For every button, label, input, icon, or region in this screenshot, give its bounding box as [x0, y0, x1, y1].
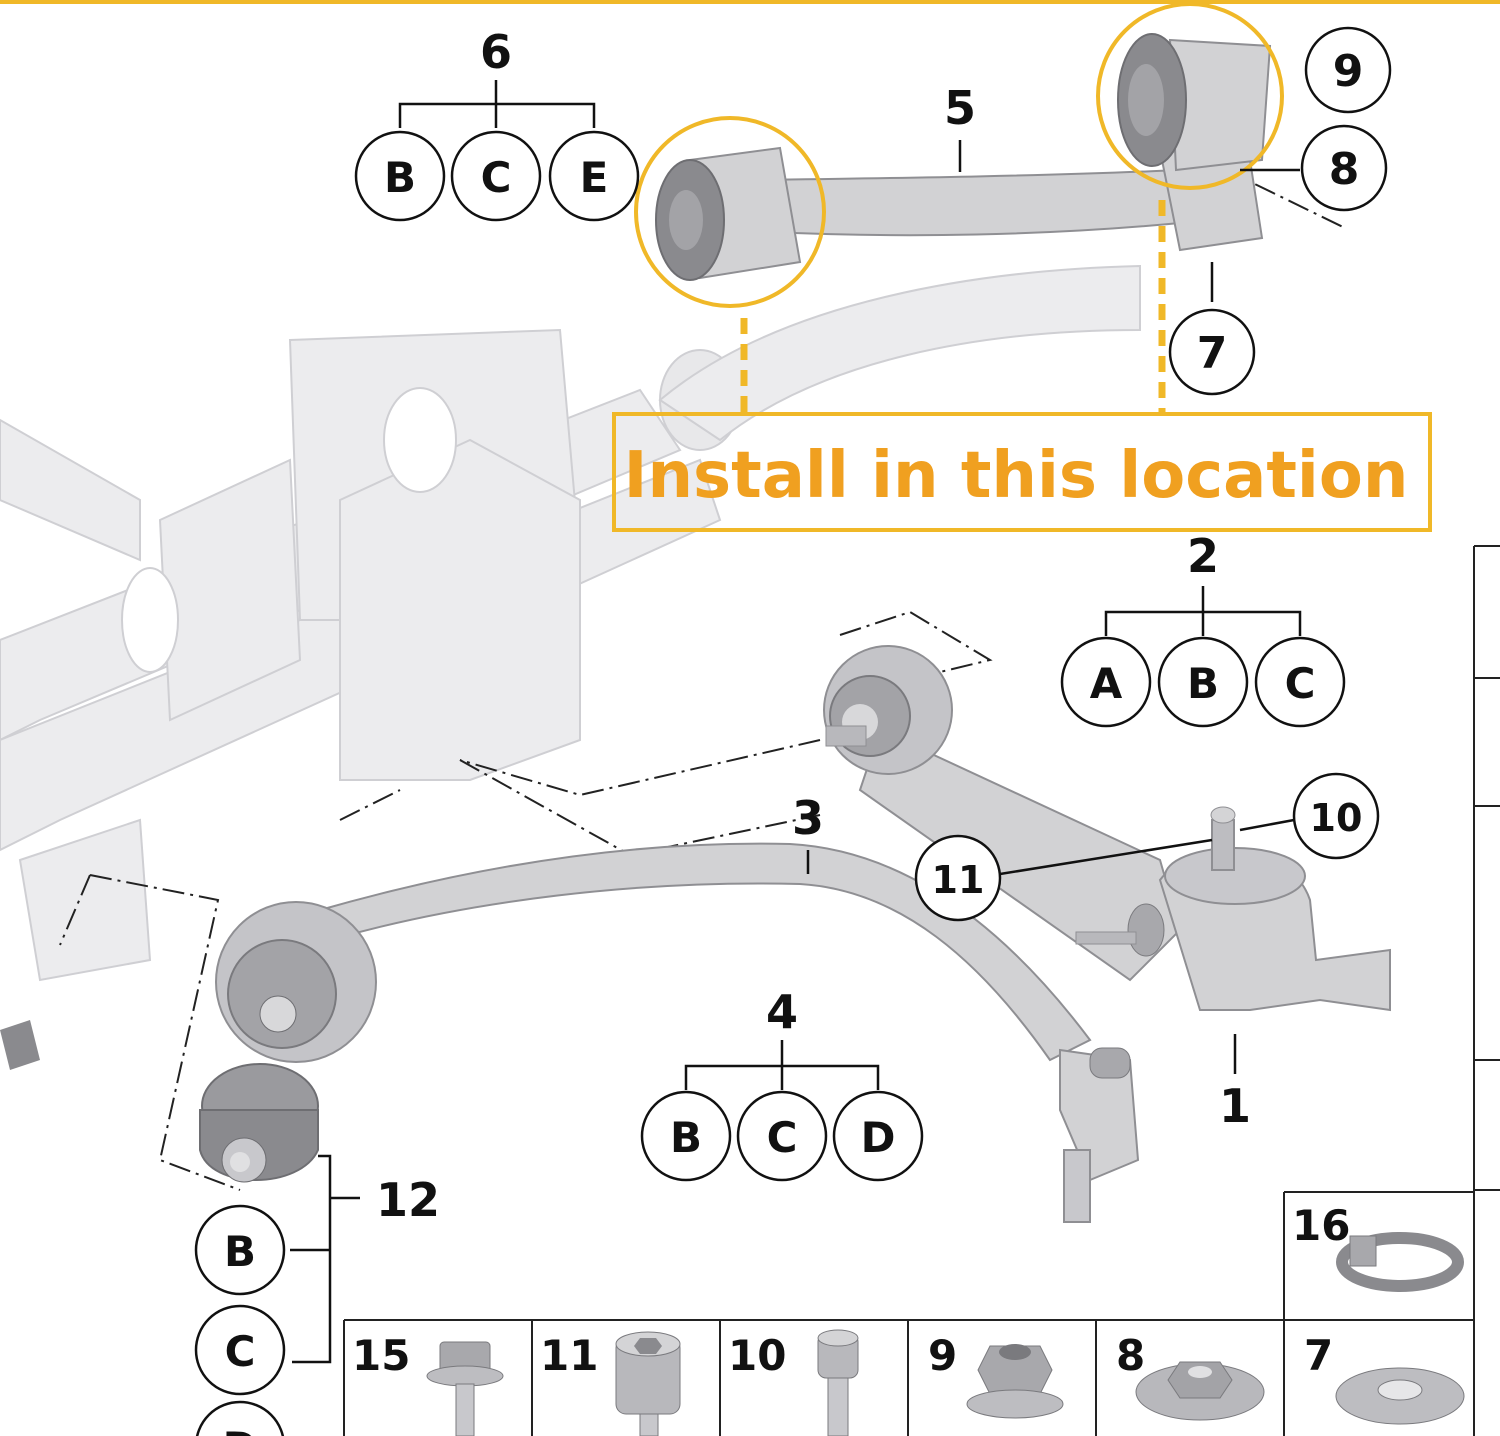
part-number-2: 2: [1187, 529, 1219, 583]
strut-arm-part-1: [823, 645, 1391, 1012]
group-12-letters: B C D: [194, 1204, 286, 1436]
hardware-label-11: 11: [540, 1331, 598, 1380]
install-callout: Install in this location: [612, 412, 1432, 532]
svg-text:C: C: [1285, 659, 1316, 708]
svg-text:C: C: [481, 153, 512, 202]
right-parts-table: [1473, 545, 1500, 1436]
circle-label-8: 8: [1300, 124, 1388, 212]
install-highlights: [634, 2, 1284, 414]
hardware-label-7: 7: [1304, 1331, 1333, 1380]
circle-label-10: 10: [1292, 772, 1380, 860]
part-number-12: 12: [376, 1173, 440, 1227]
group-brackets: [398, 80, 1302, 1090]
svg-text:C: C: [767, 1113, 798, 1162]
washer-icon: [1335, 1367, 1465, 1425]
part-number-3: 3: [792, 791, 824, 845]
part-number-4: 4: [766, 985, 798, 1039]
callout-box: [612, 412, 1432, 532]
svg-text:B: B: [224, 1227, 256, 1276]
part-number-6: 6: [480, 25, 512, 79]
circle-label-11: 11: [914, 834, 1002, 922]
circle-label-9: 9: [1304, 26, 1392, 114]
svg-text:C: C: [225, 1327, 256, 1376]
hardware-label-16: 16: [1292, 1201, 1350, 1250]
hardware-label-10: 10: [728, 1331, 786, 1380]
svg-text:8: 8: [1329, 144, 1360, 195]
cap-screw-icon: [817, 1329, 859, 1436]
highlight-circle-right: [1096, 2, 1284, 190]
svg-text:A: A: [1090, 659, 1123, 708]
svg-text:9: 9: [1333, 46, 1364, 97]
nut-washer-icon: [1135, 1361, 1265, 1421]
lower-control-arm-part-3: [215, 842, 1140, 1223]
upper-control-arm-part-5: [655, 33, 1272, 281]
svg-text:B: B: [1187, 659, 1219, 708]
svg-text:E: E: [580, 153, 609, 202]
group-2-letters: A B C: [1060, 636, 1346, 728]
svg-text:D: D: [861, 1113, 896, 1162]
hose-clamp-icon: [1336, 1232, 1464, 1292]
part-number-1: 1: [1219, 1079, 1251, 1133]
socket-bolt-icon: [615, 1331, 681, 1436]
hardware-label-8: 8: [1116, 1331, 1145, 1380]
hardware-label-15: 15: [352, 1331, 410, 1380]
group-4-letters: B C D: [640, 1090, 924, 1182]
leader-lines: [290, 140, 1300, 1364]
callout-text: Install in this location: [624, 439, 1409, 513]
group-6-letters: B C E: [354, 130, 640, 222]
hardware-label-9: 9: [928, 1331, 957, 1380]
part-number-5: 5: [944, 81, 976, 135]
circle-label-7: 7: [1168, 308, 1256, 396]
svg-text:11: 11: [932, 858, 985, 902]
svg-text:D: D: [223, 1423, 258, 1436]
highlight-circle-left: [634, 116, 826, 308]
subframe: [0, 264, 1141, 1070]
bushing-part-12: [199, 1063, 319, 1183]
svg-text:7: 7: [1197, 328, 1228, 379]
flange-bolt-icon: [426, 1341, 504, 1436]
svg-text:B: B: [384, 153, 416, 202]
svg-text:10: 10: [1310, 796, 1363, 840]
flange-nut-icon: [966, 1344, 1064, 1419]
hardware-table: 16 15 11 10 9 8: [343, 1191, 1474, 1436]
svg-text:B: B: [670, 1113, 702, 1162]
